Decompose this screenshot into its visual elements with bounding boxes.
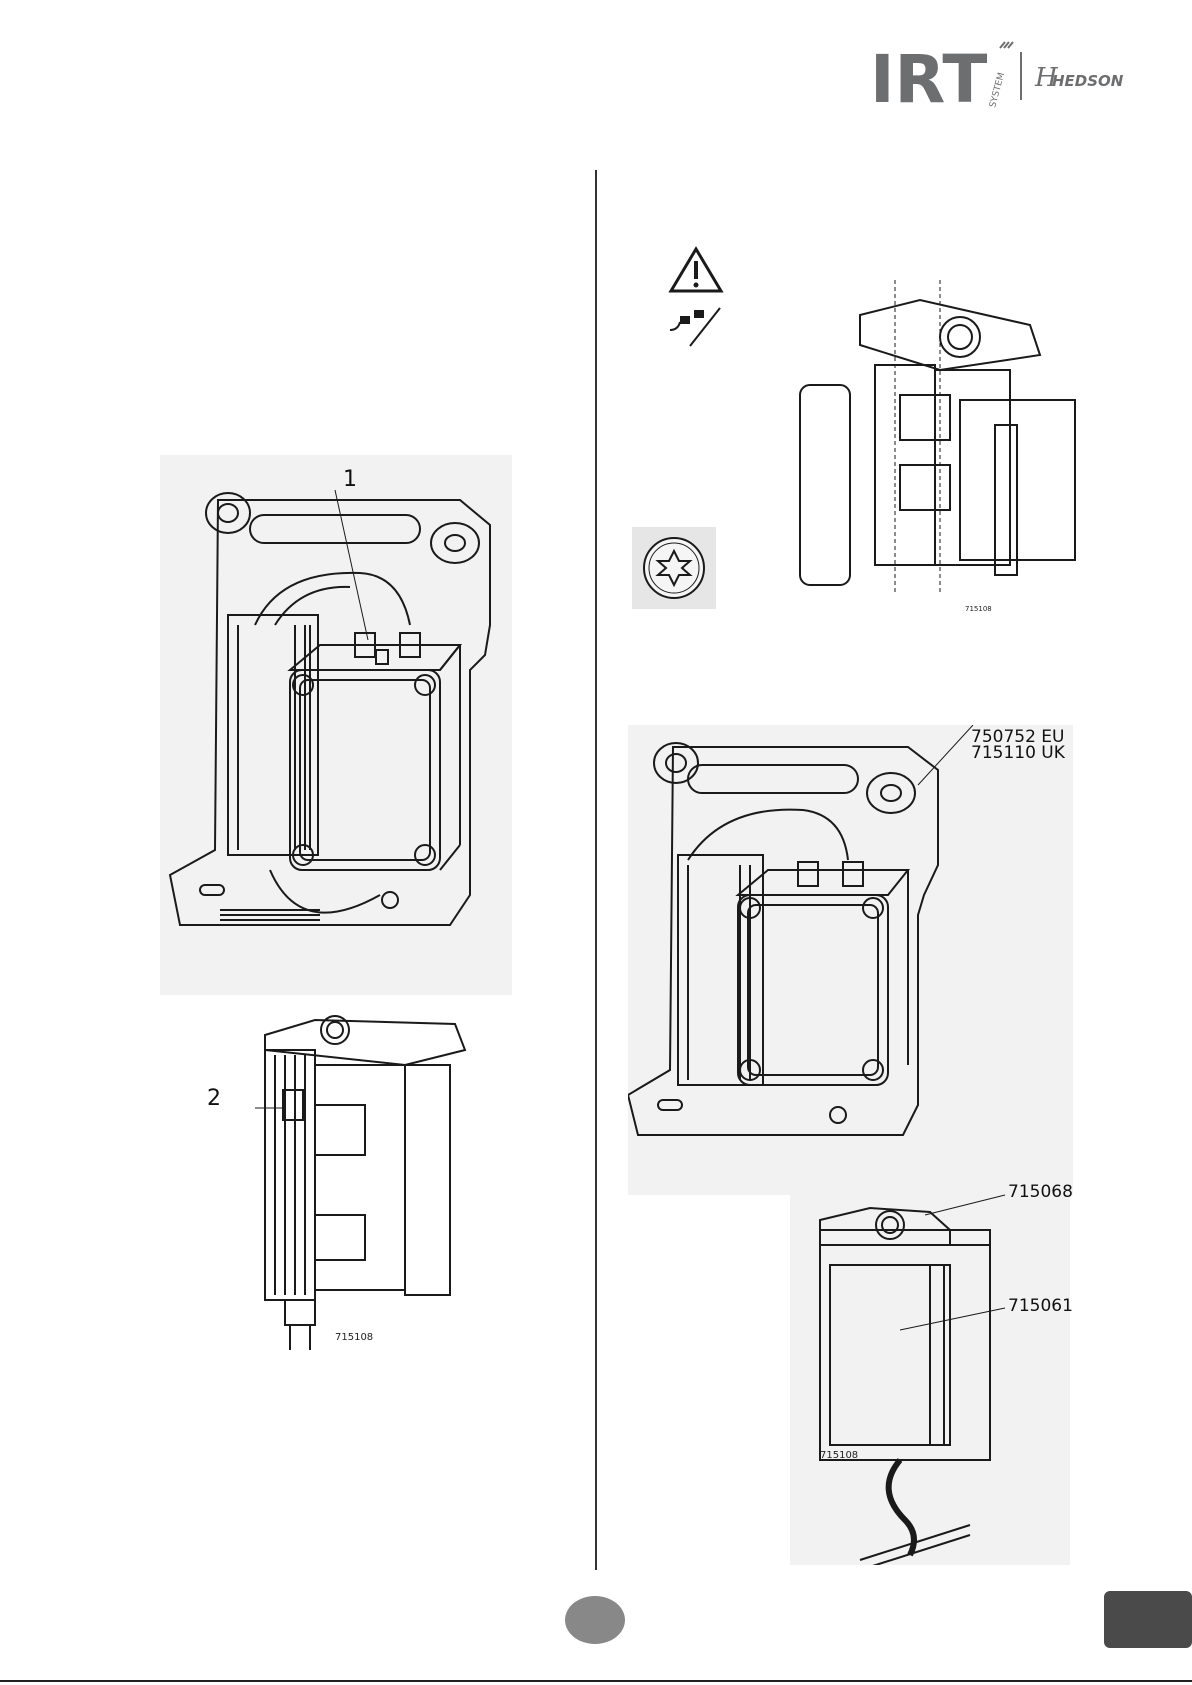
warning-triangle-icon	[668, 245, 724, 295]
callout-2: 2	[207, 1090, 221, 1107]
column-divider	[595, 170, 597, 1570]
callout-715110-uk: 715110 UK	[971, 745, 1065, 762]
footer-rule	[0, 1680, 1192, 1682]
figure-backplate-right: 750752 EU 715110 UK	[628, 725, 1073, 1195]
figure-unit-switch: 715108	[255, 1010, 495, 1350]
unplug-icon	[668, 300, 724, 350]
hedson-logo-text: HEDSON	[1052, 72, 1124, 90]
part-number-exploded: 715108	[965, 605, 992, 613]
part-number-front: 715108	[820, 1450, 858, 1461]
brand-logo: IRT SYSTEM H HEDSON	[870, 40, 1130, 115]
page-number-badge	[565, 1596, 625, 1644]
figure-backplate-left: 1	[160, 455, 512, 995]
system-logo-text: SYSTEM	[988, 72, 1007, 109]
figure-front-unit: 715068 715061 715108	[790, 1190, 1070, 1565]
callout-715068: 715068	[1008, 1184, 1073, 1201]
callout-715061: 715061	[1008, 1298, 1073, 1315]
part-number-left: 715108	[335, 1332, 373, 1343]
irt-logo-text: IRT	[870, 41, 987, 115]
callout-1: 1	[343, 471, 357, 488]
language-tab	[1104, 1591, 1192, 1648]
torx-screw-icon	[632, 527, 716, 609]
figure-exploded-unit: 715108	[790, 275, 1090, 625]
